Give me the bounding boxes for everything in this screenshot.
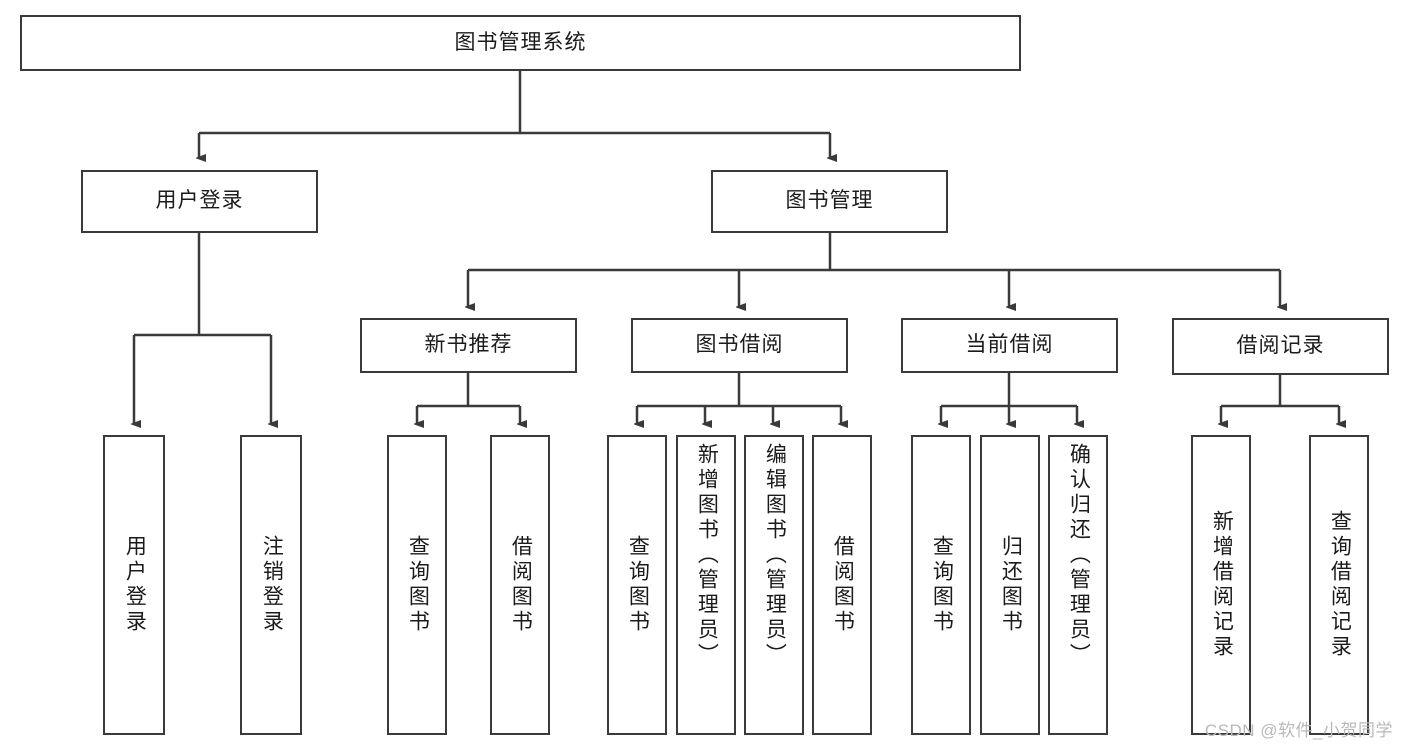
node-book-manage[interactable]: 图书管理: [711, 170, 948, 233]
leaf-borrow-book-2-label: 借阅图书: [831, 535, 855, 635]
leaf-query-book-2-label: 查询图书: [626, 535, 650, 635]
leaf-query-book-1[interactable]: 查询图书: [387, 435, 447, 735]
leaf-edit-book[interactable]: 编辑图书（管理员）: [744, 435, 804, 735]
leaf-return-book-label: 归还图书: [999, 535, 1023, 635]
leaf-query-record[interactable]: 查询借阅记录: [1309, 435, 1369, 735]
leaf-add-book-label: 新增图书（管理员）: [695, 443, 719, 668]
node-borrow-record[interactable]: 借阅记录: [1172, 318, 1389, 375]
leaf-add-book[interactable]: 新增图书（管理员）: [676, 435, 736, 735]
leaf-user-login-label: 用户登录: [123, 535, 147, 635]
node-new-book-recommend-label: 新书推荐: [424, 333, 513, 357]
leaf-query-book-2[interactable]: 查询图书: [607, 435, 667, 735]
leaf-query-book-3[interactable]: 查询图书: [911, 435, 971, 735]
node-root-label: 图书管理系统: [454, 30, 587, 54]
node-new-book-recommend[interactable]: 新书推荐: [360, 318, 577, 373]
node-user-login-label: 用户登录: [155, 189, 244, 213]
leaf-logout-label: 注销登录: [260, 535, 284, 635]
node-user-login[interactable]: 用户登录: [81, 170, 318, 233]
leaf-user-login[interactable]: 用户登录: [103, 435, 165, 735]
node-root[interactable]: 图书管理系统: [20, 15, 1021, 71]
node-book-manage-label: 图书管理: [785, 189, 874, 213]
leaf-add-record[interactable]: 新增借阅记录: [1191, 435, 1251, 735]
leaf-add-record-label: 新增借阅记录: [1210, 510, 1234, 660]
leaf-return-book[interactable]: 归还图书: [980, 435, 1040, 735]
leaf-edit-book-label: 编辑图书（管理员）: [763, 443, 787, 668]
leaf-logout[interactable]: 注销登录: [240, 435, 302, 735]
leaf-query-book-3-label: 查询图书: [930, 535, 954, 635]
node-book-borrow-label: 图书借阅: [695, 333, 784, 357]
leaf-query-book-1-label: 查询图书: [406, 535, 430, 635]
watermark: CSDN @软件_小贺同学: [1204, 721, 1393, 740]
leaf-confirm-return-label: 确认归还（管理员）: [1067, 443, 1091, 668]
node-book-borrow[interactable]: 图书借阅: [631, 318, 848, 373]
node-borrow-record-label: 借阅记录: [1236, 334, 1325, 358]
node-current-borrow[interactable]: 当前借阅: [901, 318, 1118, 373]
leaf-borrow-book-1[interactable]: 借阅图书: [490, 435, 550, 735]
node-current-borrow-label: 当前借阅: [965, 333, 1054, 357]
leaf-query-record-label: 查询借阅记录: [1328, 510, 1352, 660]
leaf-borrow-book-1-label: 借阅图书: [509, 535, 533, 635]
leaf-borrow-book-2[interactable]: 借阅图书: [812, 435, 872, 735]
leaf-confirm-return[interactable]: 确认归还（管理员）: [1048, 435, 1108, 735]
